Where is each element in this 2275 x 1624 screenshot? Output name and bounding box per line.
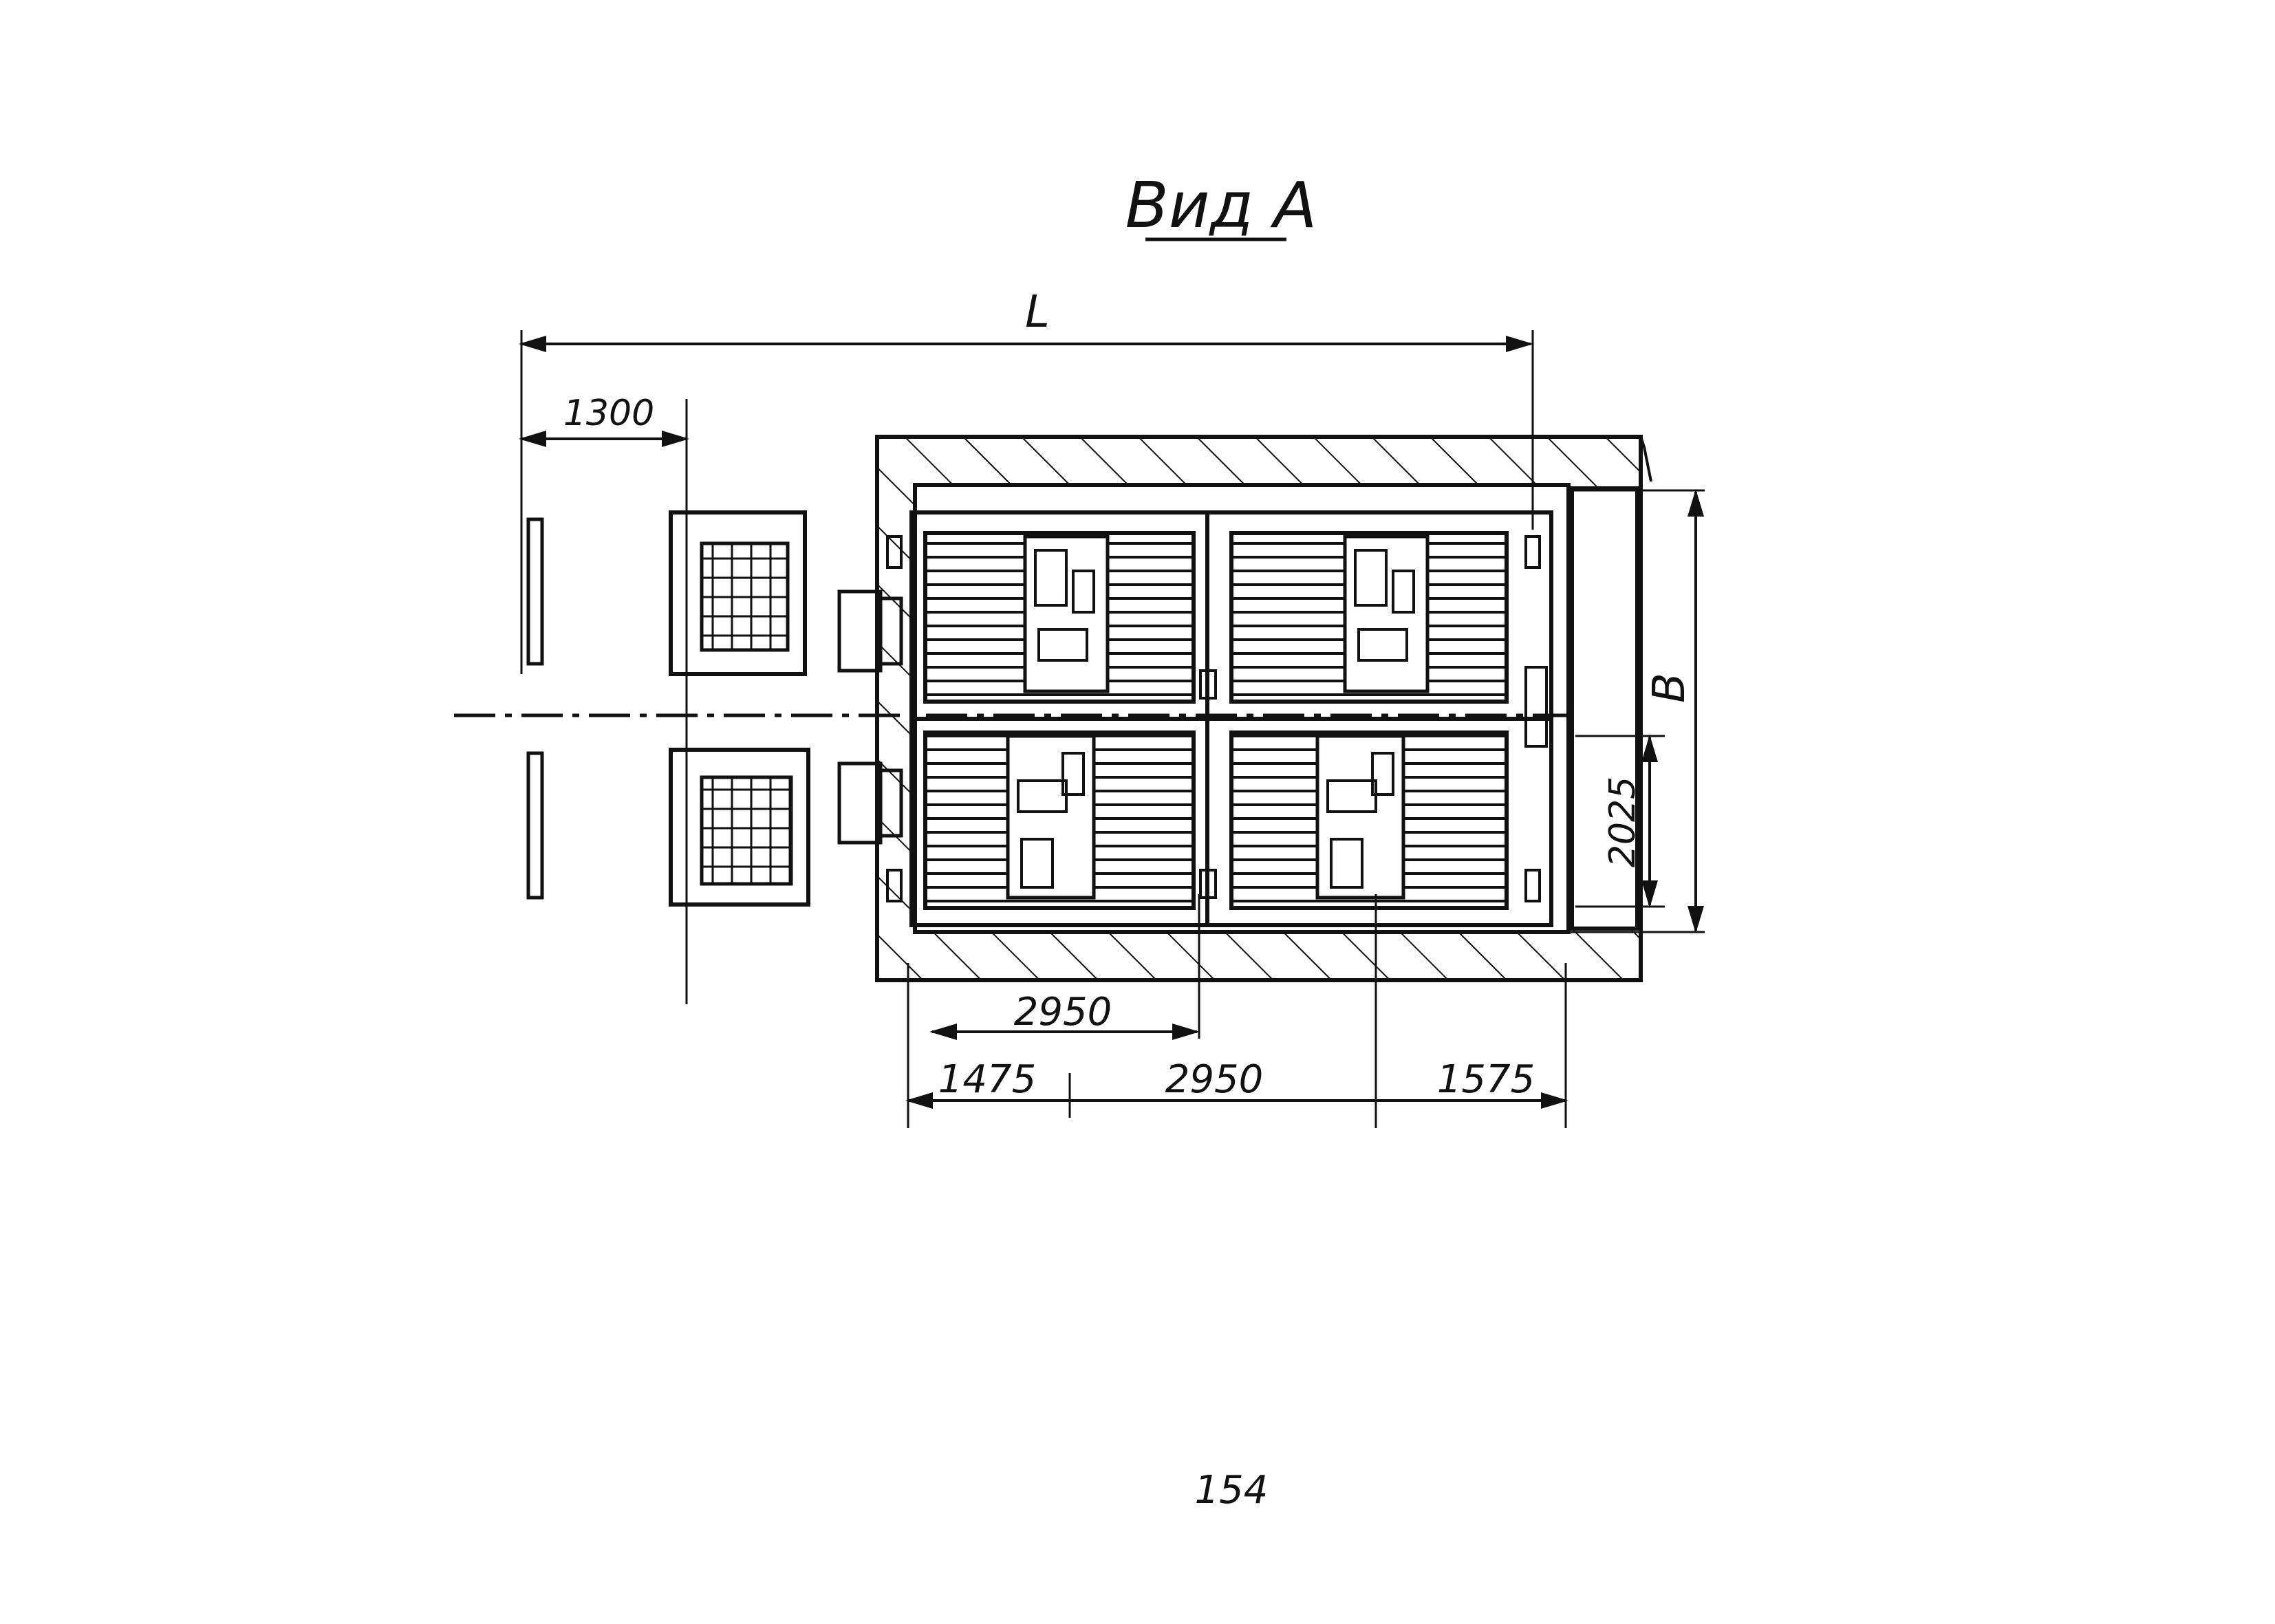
dimension-chain-bottom: 2950 1475 2950 1575: [905, 894, 1568, 1128]
dimension-half-width: 2025: [1575, 735, 1665, 908]
dimension-overall-length: L: [519, 287, 1534, 674]
view-title: Вид А: [1125, 169, 1317, 242]
frame-lugs: [886, 535, 1548, 902]
label-half-width: 2025: [1602, 777, 1643, 867]
front-cage-bottom: [669, 748, 810, 907]
front-cage-top: [669, 510, 807, 676]
label-right-end: 1575: [1437, 1057, 1535, 1102]
label-left-offset: 1300: [563, 393, 654, 434]
dimension-width: B: [1568, 489, 1705, 933]
label-width: B: [1644, 673, 1695, 703]
grate-module-top-right: [1229, 531, 1509, 704]
label-middle-pitch: 2950: [1165, 1057, 1264, 1102]
dimension-left-offset: 1300: [519, 393, 689, 1004]
chamber-walls: [875, 435, 1652, 982]
left-post-top: [526, 517, 544, 666]
label-inner-pitch: 2950: [1014, 990, 1112, 1035]
grate-module-bottom-left: [923, 730, 1196, 910]
label-overall-length: L: [1025, 287, 1050, 338]
left-post-bottom: [526, 751, 544, 900]
label-left-end: 1475: [938, 1057, 1037, 1102]
grate-module-bottom-right: [1229, 730, 1509, 910]
grate-module-top-left: [923, 531, 1196, 704]
page-number: 154: [1195, 1468, 1269, 1513]
